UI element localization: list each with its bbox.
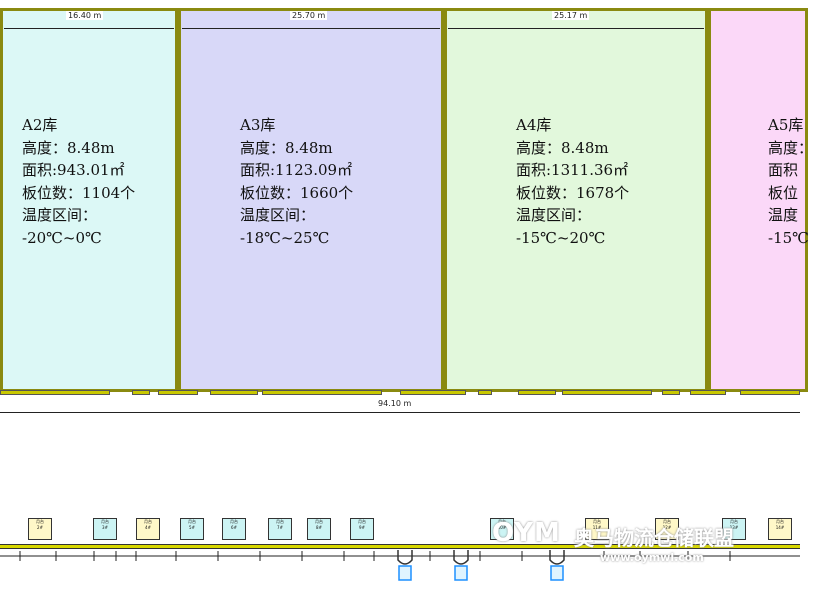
wall-segment	[158, 390, 198, 395]
room-pallets: 板位数：1660个	[240, 183, 354, 202]
room-name: A3库	[240, 116, 276, 134]
room-height: 高度：8.48m	[240, 138, 333, 157]
room-info-a2: A2库 高度：8.48m 面积:943.01㎡ 板位数：1104个 温度区间： …	[22, 114, 135, 249]
wall-segment	[740, 390, 800, 395]
dock-rail	[0, 544, 800, 549]
rail-dimension-ticks	[0, 551, 800, 561]
dimension-line-a4	[448, 28, 704, 29]
room-pallets: 板位数：1678个	[516, 183, 630, 202]
wall-segment	[518, 390, 556, 395]
wall-segment	[132, 390, 150, 395]
room-temp-label: 温度区间：	[516, 206, 592, 224]
room-name: A2库	[22, 116, 58, 134]
room-temp: -15℃~20℃	[516, 228, 606, 247]
room-name: A4库	[516, 116, 552, 134]
room-pallets: 板位	[768, 183, 799, 202]
room-height: 高度：8.48m	[516, 138, 609, 157]
room-height: 高度：8.48m	[22, 138, 115, 157]
dimension-total: 94.10 m	[376, 399, 414, 408]
dimension-line-total	[0, 412, 800, 413]
wall-segment	[662, 390, 680, 395]
room-temp-label: 温度区间：	[240, 206, 316, 224]
dock-leveler	[453, 550, 469, 581]
wall-segment	[562, 390, 652, 395]
watermark-url: www.oymwl.com	[600, 551, 704, 564]
room-temp: -20℃~0℃	[22, 228, 102, 247]
dimension-a4: 25.17 m	[552, 11, 590, 20]
room-temp-label: 温度	[768, 206, 799, 224]
room-name: A5库	[768, 116, 804, 134]
dock-leveler	[397, 550, 413, 581]
watermark-logo: OYM	[492, 518, 561, 548]
room-area: 面积:943.01㎡	[22, 161, 125, 179]
room-a5	[708, 8, 808, 392]
wall-segment	[262, 390, 382, 395]
room-area: 面积	[768, 161, 799, 179]
room-info-a5: A5库 高度： 面积 板位 温度 -15℃	[768, 114, 813, 249]
room-a3	[178, 8, 444, 392]
room-temp: -15℃	[768, 228, 809, 247]
wall-segment	[478, 390, 492, 395]
wall-segment	[400, 390, 466, 395]
room-info-a4: A4库 高度：8.48m 面积:1311.36㎡ 板位数：1678个 温度区间：…	[516, 114, 629, 249]
room-temp-label: 温度区间：	[22, 206, 98, 224]
room-info-a3: A3库 高度：8.48m 面积:1123.09㎡ 板位数：1660个 温度区间：…	[240, 114, 353, 249]
dimension-line-a2	[4, 28, 174, 29]
dimension-a3: 25.70 m	[290, 11, 328, 20]
dock-leveler	[549, 550, 565, 581]
dimension-line-a3	[182, 28, 440, 29]
room-height: 高度：	[768, 138, 813, 157]
room-area: 面积:1311.36㎡	[516, 161, 629, 179]
wall-segment	[690, 390, 726, 395]
room-pallets: 板位数：1104个	[22, 183, 136, 202]
wall-segment	[210, 390, 258, 395]
room-temp: -18℃~25℃	[240, 228, 330, 247]
dimension-a2: 16.40 m	[66, 11, 104, 20]
wall-segment	[0, 390, 110, 395]
room-area: 面积:1123.09㎡	[240, 161, 353, 179]
room-a2	[0, 8, 178, 392]
watermark-text: 奥马物流仓储联盟	[574, 526, 734, 550]
